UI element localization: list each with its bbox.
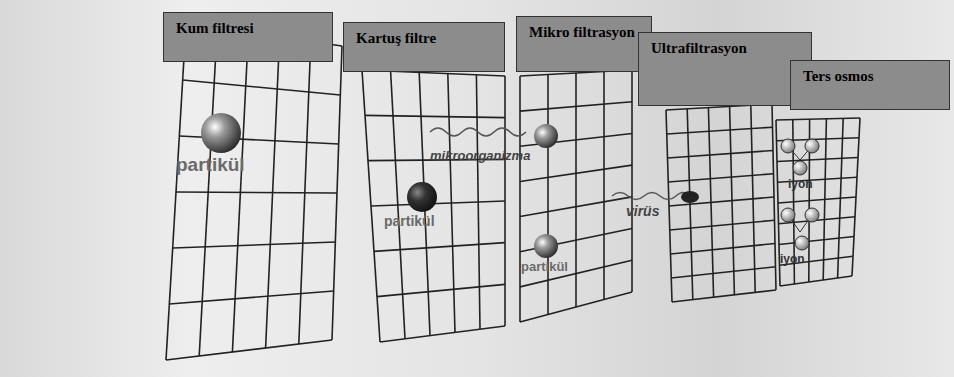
- filter-grid: [166, 24, 860, 360]
- grid-line: [668, 174, 773, 182]
- stage-name: Ultrafiltrasyon: [651, 39, 799, 57]
- grid-line: [603, 72, 605, 300]
- particle-sphere: [534, 234, 558, 258]
- particle-label: partikül: [176, 154, 245, 176]
- grid-line: [520, 102, 632, 111]
- grid-line: [575, 73, 577, 307]
- grid-line: [668, 151, 774, 159]
- grid-line: [183, 80, 341, 95]
- grid-line: [667, 127, 773, 134]
- virus-label: virüs: [626, 203, 659, 219]
- grid-line: [779, 237, 854, 245]
- grid-line: [173, 242, 336, 248]
- grid-line: [380, 326, 505, 342]
- grid-line: [520, 292, 632, 322]
- particle-label: partikül: [521, 259, 568, 274]
- grid-line: [780, 276, 852, 286]
- filter-stage-box: Ters osmos: [790, 60, 950, 110]
- grid-line: [672, 290, 776, 302]
- grid-line: [671, 267, 775, 278]
- stage-name: Mikro filtrasyon: [529, 23, 639, 41]
- grid-line: [371, 201, 505, 206]
- grid-line: [377, 284, 505, 296]
- grid-line: [670, 220, 775, 230]
- microorganism-tail: [430, 128, 526, 136]
- ion-molecule: [781, 208, 819, 250]
- virus-tail: [612, 193, 688, 200]
- microorganism-sphere: [534, 124, 558, 148]
- stage-name: Kartuş filtre: [356, 29, 492, 47]
- filter-stage-box: Mikro filtrasyon: [516, 16, 652, 72]
- grid-line: [520, 165, 632, 181]
- particle-sphere: [407, 182, 437, 212]
- grid-line: [776, 118, 860, 120]
- microorganism-label: mikroorganizma: [430, 148, 530, 163]
- grid-line: [777, 158, 858, 162]
- grid-line: [365, 115, 505, 117]
- filter-stage-box: Ultrafiltrasyon: [638, 32, 812, 106]
- ion-label: iyon: [780, 252, 805, 266]
- grid-line: [778, 197, 856, 203]
- grid-line: [547, 75, 549, 315]
- stage-name: Ters osmos: [803, 67, 937, 85]
- ion-molecule: [781, 139, 819, 175]
- filter-stage-box: Kum filtresi: [163, 12, 333, 62]
- grid-line: [169, 291, 333, 304]
- stage-name: Kum filtresi: [176, 19, 320, 37]
- grid-line: [166, 340, 332, 360]
- virus-blob: [681, 191, 699, 203]
- ion-label: iyon: [788, 177, 813, 191]
- particle-sphere: [201, 113, 241, 153]
- grid-line: [631, 70, 633, 292]
- particle-label: partikül: [384, 213, 435, 229]
- grid-line: [519, 76, 521, 322]
- grid-line: [520, 197, 632, 217]
- grid-line: [374, 243, 505, 252]
- grid-line: [176, 192, 337, 193]
- grid-line: [671, 244, 776, 255]
- filter-stage-box: Kartuş filtre: [343, 22, 505, 72]
